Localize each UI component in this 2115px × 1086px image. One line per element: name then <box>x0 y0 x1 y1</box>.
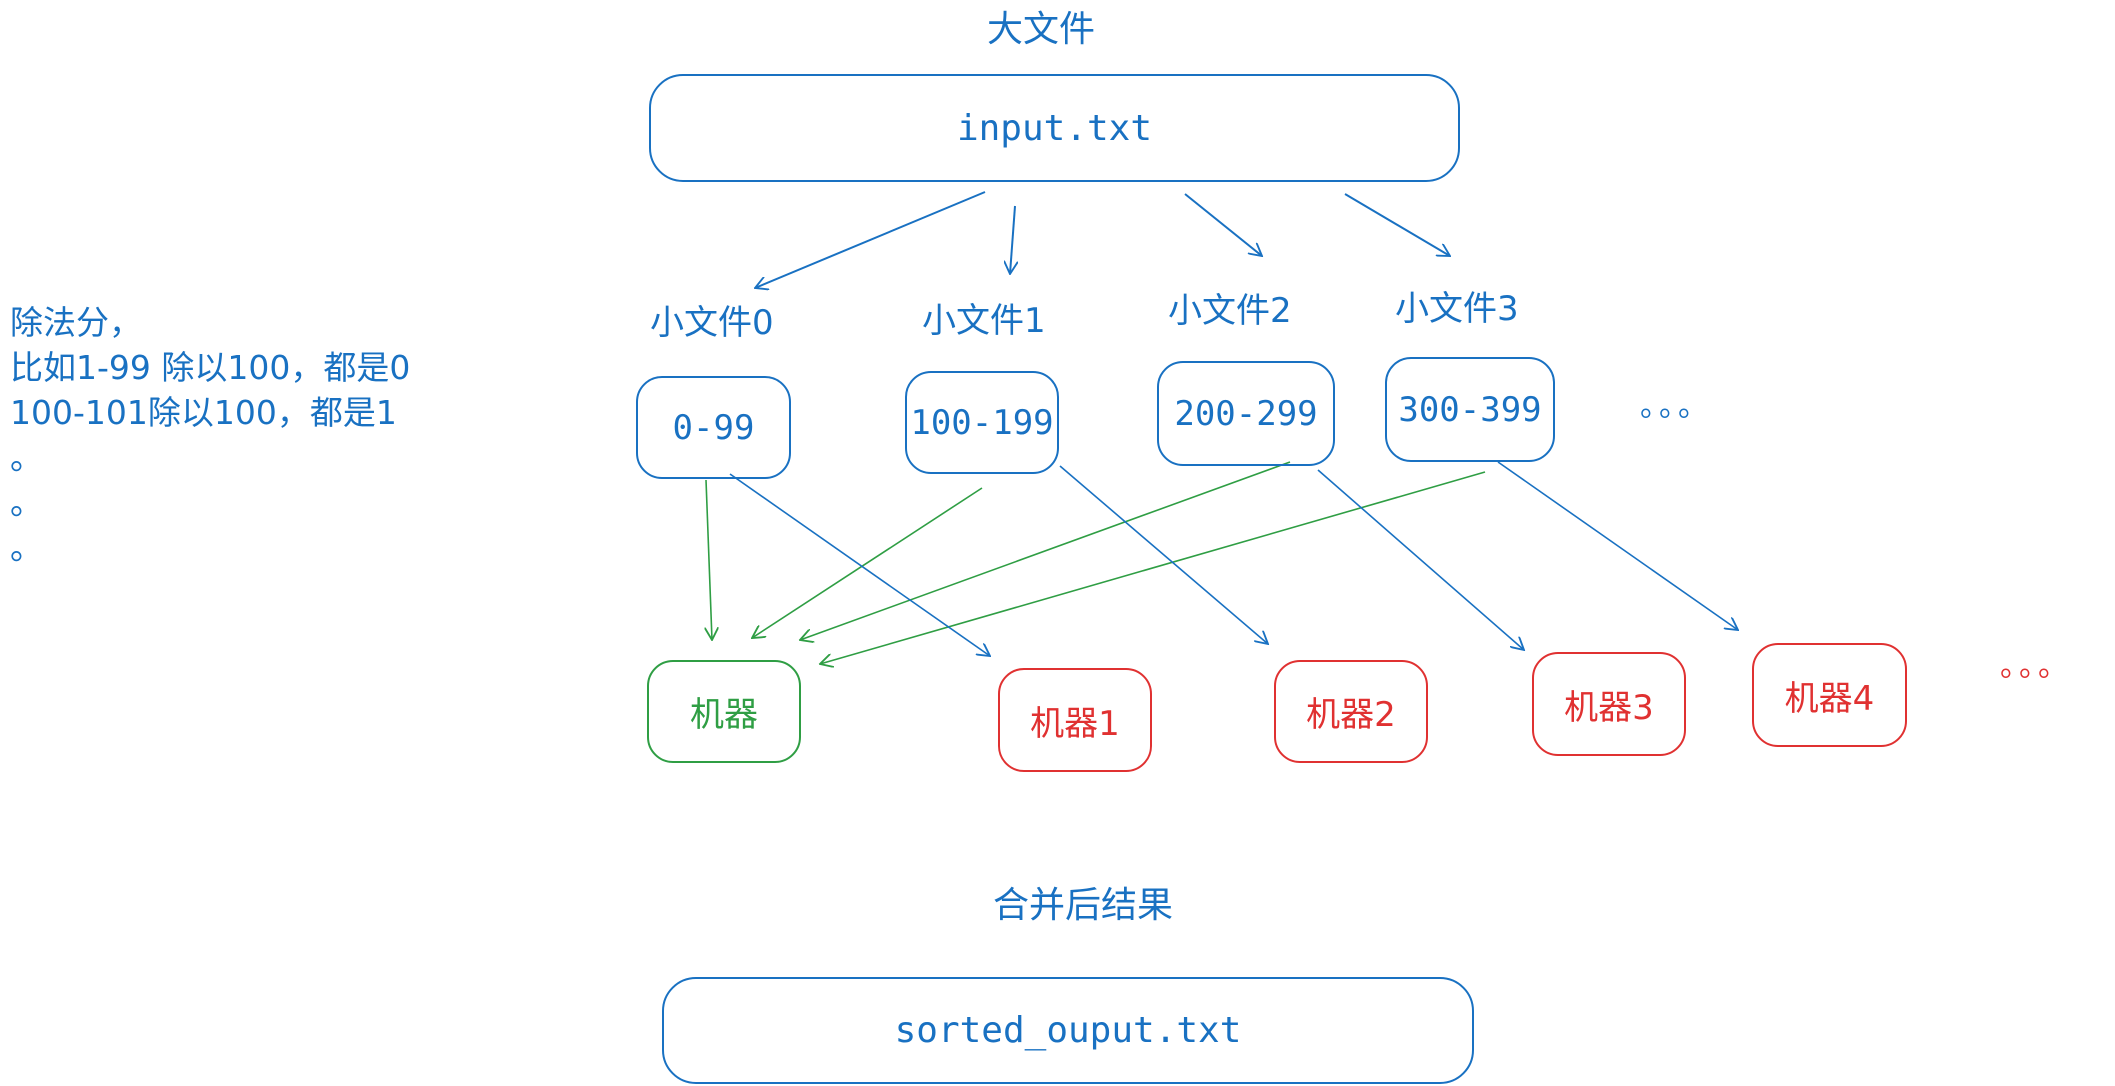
output-file-label: sorted_ouput.txt <box>894 1010 1242 1051</box>
machine-box-0[interactable]: 机器 <box>647 660 801 763</box>
side-note: 除法分， 比如1-99 除以100，都是0 100-101除以100，都是1 。… <box>10 300 410 570</box>
range-box-3[interactable]: 300-399 <box>1385 357 1555 462</box>
arrow-range0-to-machine <box>706 479 712 640</box>
side-note-line-6: 。 <box>10 528 43 567</box>
arrow-input-to-small-file-1 <box>1010 205 1015 274</box>
machine-label-4: 机器4 <box>1784 678 1875 719</box>
range-label-2: 200-299 <box>1174 393 1318 434</box>
range-box-0[interactable]: 0-99 <box>636 376 791 479</box>
machine-box-1[interactable]: 机器1 <box>998 668 1152 772</box>
arrow-range2-to-machine <box>800 461 1291 640</box>
range-box-2[interactable]: 200-299 <box>1157 361 1335 466</box>
small-file-label-3: 小文件3 <box>1395 289 1519 329</box>
arrow-range3-to-machine4 <box>1497 461 1738 630</box>
small-file-label-1: 小文件1 <box>922 301 1046 341</box>
range-label-1: 100-199 <box>910 402 1054 443</box>
machine-box-3[interactable]: 机器3 <box>1532 652 1686 756</box>
small-file-label-2: 小文件2 <box>1168 291 1292 331</box>
output-file-box[interactable]: sorted_ouput.txt <box>662 977 1474 1084</box>
title-top: 大文件 <box>987 9 1096 50</box>
side-note-line-4: 。 <box>10 438 43 477</box>
side-note-line-3: 100-101除以100，都是1 <box>10 393 397 432</box>
machine-label-3: 机器3 <box>1564 687 1654 728</box>
small-file-label-0: 小文件0 <box>650 303 774 343</box>
range-box-1[interactable]: 100-199 <box>905 371 1059 474</box>
merge-label: 合并后结果 <box>993 885 1174 926</box>
range-ellipsis: 。。。 <box>1640 389 1712 424</box>
arrow-input-to-small-file-3 <box>1344 193 1450 256</box>
arrow-range2-to-machine3 <box>1317 469 1524 650</box>
machine-label-2: 机器2 <box>1306 695 1396 735</box>
side-note-line-5: 。 <box>10 483 43 522</box>
arrow-input-to-small-file-2 <box>1184 193 1262 256</box>
arrow-range3-to-machine <box>820 471 1486 664</box>
range-label-0: 0-99 <box>672 407 755 448</box>
arrow-range1-to-machine <box>752 487 983 638</box>
arrow-range0-to-machine1 <box>729 473 990 656</box>
input-file-label: input.txt <box>956 107 1153 149</box>
machine-label-0: 机器 <box>690 695 758 735</box>
input-file-box[interactable]: input.txt <box>649 74 1460 182</box>
side-note-line-1: 除法分， <box>10 303 142 342</box>
machine-box-2[interactable]: 机器2 <box>1274 660 1428 763</box>
machine-box-4[interactable]: 机器4 <box>1752 643 1907 747</box>
arrow-input-to-small-file-0 <box>755 191 986 288</box>
arrow-range1-to-machine2 <box>1059 465 1268 644</box>
machine-ellipsis: 。。。 <box>2000 649 2072 684</box>
machine-label-1: 机器1 <box>1030 703 1120 744</box>
range-label-3: 300-399 <box>1398 389 1542 430</box>
side-note-line-2: 比如1-99 除以100，都是0 <box>10 348 411 387</box>
